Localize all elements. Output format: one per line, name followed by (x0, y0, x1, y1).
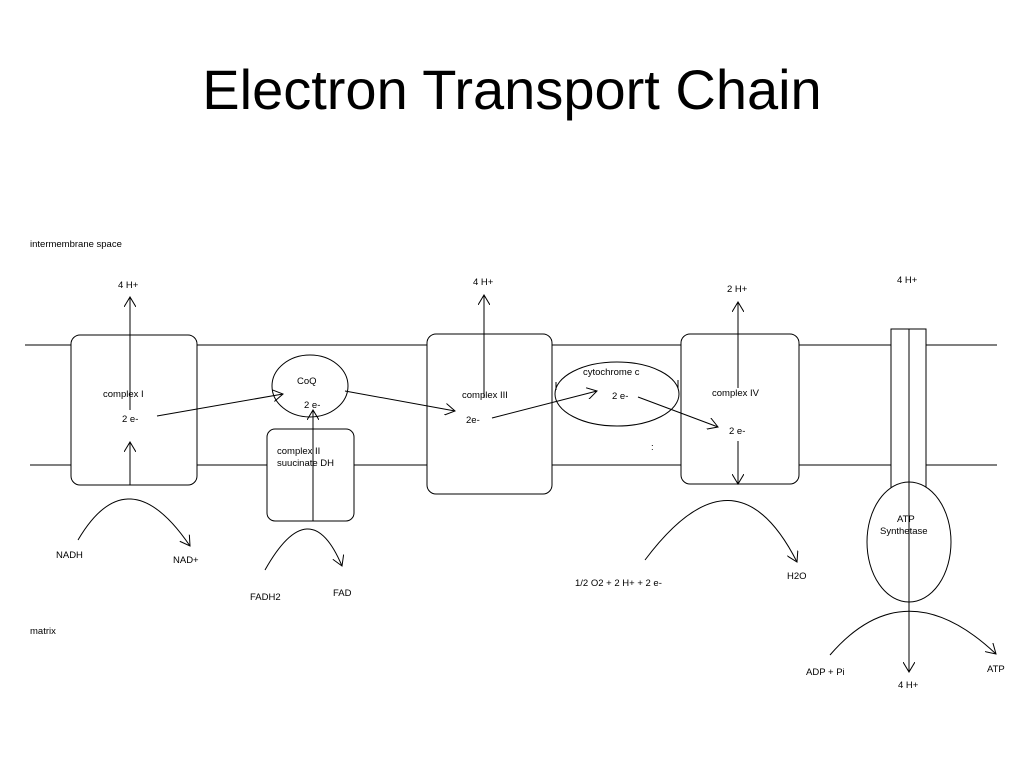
complex-i-electrons-label: 2 e- (122, 414, 138, 425)
complex-iii-electrons-label: 2e- (466, 415, 480, 426)
nad-label: NAD+ (173, 555, 199, 566)
electron-arrow-cytc-to-civ (637, 396, 718, 427)
atp-synthetase-protons-out-label: 4 H+ (898, 680, 919, 691)
complex-ii-box (266, 428, 355, 522)
coq-electrons-label: 2 e- (304, 400, 320, 411)
atp-synthetase-protons-in-label: 4 H+ (897, 275, 918, 286)
coq-label: CoQ (297, 376, 317, 387)
electron-arrow-coq-to-ciii (344, 390, 455, 411)
atp-synthetase-label: ATP (897, 514, 915, 525)
complex-iii-box (426, 333, 553, 495)
adp-label: ADP + Pi (806, 667, 845, 678)
oxygen-label: 1/2 O2 + 2 H+ + 2 e- (575, 578, 662, 589)
electron-arrow-ci-to-coq (156, 394, 283, 417)
intermembrane-label: intermembrane space (30, 239, 122, 250)
nadh-label: NADH (56, 550, 83, 561)
complex-iv-box (680, 333, 800, 485)
adp-atp-curve-arrow (829, 610, 996, 656)
slide-title: Electron Transport Chain (202, 58, 822, 121)
complex-ii-label: complex II (277, 446, 320, 457)
complex-iv-label: complex IV (712, 388, 760, 399)
complex-iv-protons-label: 2 H+ (727, 284, 748, 295)
atp-synthetase-sublabel: Synthetase (880, 526, 928, 537)
fadh2-label: FADH2 (250, 592, 281, 603)
water-label: H2O (787, 571, 807, 582)
matrix-label: matrix (30, 626, 56, 637)
complex-i-label: complex I (103, 389, 144, 400)
cytochrome-c-label: cytochrome c (583, 367, 640, 378)
cytochrome-c-electrons-label: 2 e- (612, 391, 628, 402)
complex-iv-electrons-label: 2 e- (729, 426, 745, 437)
atp-label: ATP (987, 664, 1005, 675)
nadh-curve-arrow (77, 498, 190, 546)
cytochrome-c-ellipse (554, 361, 680, 427)
oxygen-water-curve-arrow (644, 500, 797, 562)
fadh2-curve-arrow (264, 528, 342, 571)
complex-ii-sublabel: suucinate DH (277, 458, 334, 469)
stray-mark: : (651, 442, 654, 453)
fad-label: FAD (333, 588, 352, 599)
complex-iii-protons-label: 4 H+ (473, 277, 494, 288)
electron-arrow-ciii-to-cytc (491, 391, 597, 419)
complex-iii-label: complex III (462, 390, 508, 401)
complex-i-protons-label: 4 H+ (118, 280, 139, 291)
complex-i-box (70, 334, 198, 486)
